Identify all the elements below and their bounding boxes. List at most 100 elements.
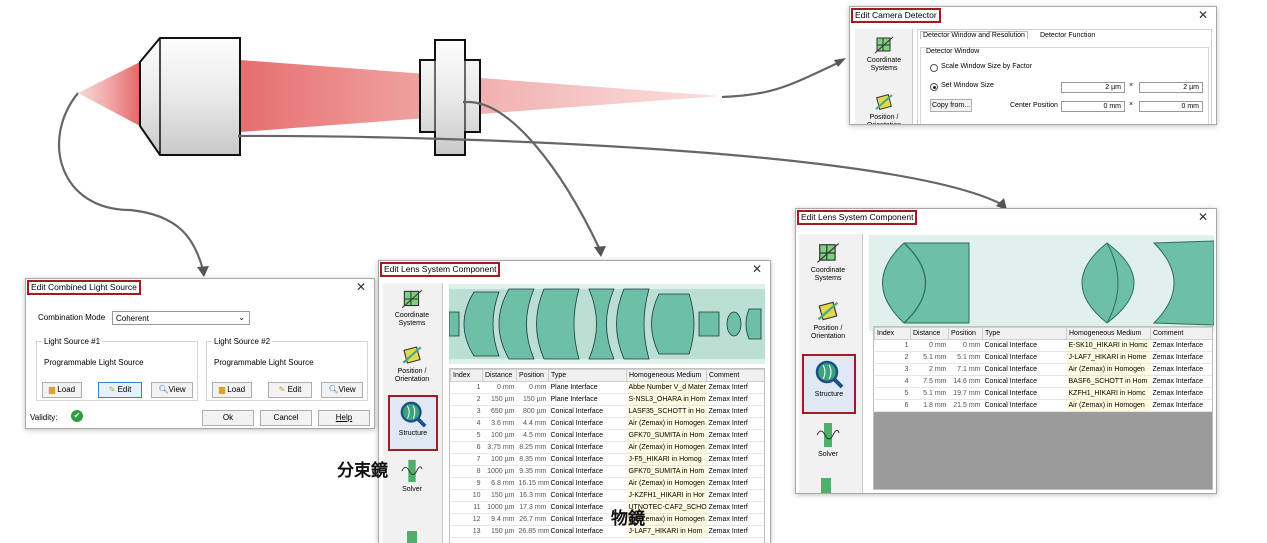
coordinate-systems-button[interactable]: Coordinate Systems — [388, 285, 436, 341]
tab-detector-window[interactable]: Detector Window and Resolution — [920, 31, 1028, 39]
table-cell: 11 — [450, 501, 483, 514]
lens-structure-preview — [869, 235, 1214, 331]
solver-button[interactable]: Solver — [804, 418, 852, 474]
close-icon[interactable]: ✕ — [1197, 8, 1208, 22]
next-tool-icon — [821, 478, 831, 493]
chevron-down-icon: ⌄ — [238, 313, 245, 322]
column-header[interactable]: Distance — [910, 327, 949, 340]
table-cell: J-LAF7_HIKARI in Hom — [626, 525, 707, 538]
table-cell: Air (Zemax) in Homogen — [626, 513, 707, 526]
column-header[interactable]: Position — [516, 369, 549, 382]
load-button-1[interactable]: ▆ Load — [42, 382, 82, 398]
column-header[interactable]: Homogeneous Medium — [626, 369, 707, 382]
connector-source — [57, 92, 205, 271]
view-button-1[interactable]: 🔍︎View — [151, 382, 193, 398]
table-cell: 14.6 mm — [948, 375, 983, 388]
copy-from-button[interactable]: Copy from... — [930, 99, 972, 112]
table-cell: 5 — [874, 387, 911, 400]
cancel-button[interactable]: Cancel — [260, 410, 312, 426]
position-orientation-button[interactable]: Position / Orientation — [860, 89, 908, 124]
combination-mode-select[interactable]: Coherent ⌄ — [112, 311, 250, 325]
coordinate-systems-button[interactable]: Coordinate Systems — [804, 238, 852, 294]
edit-button-1[interactable]: ✎ Edit — [98, 382, 142, 398]
load-label: Load — [227, 385, 246, 394]
column-header[interactable]: Type — [548, 369, 627, 382]
table-cell: 6.8 mm — [482, 477, 517, 490]
scale-window-radio[interactable] — [930, 64, 938, 72]
structure-button[interactable]: Structure — [388, 395, 438, 451]
edit-button-2[interactable]: ✎ Edit — [268, 382, 312, 398]
table-cell: Zemax Interf — [706, 513, 764, 526]
column-header[interactable]: Homogeneous Medium — [1066, 327, 1151, 340]
connector-camera — [721, 61, 841, 99]
tab-detector-function[interactable]: Detector Function — [1040, 32, 1096, 39]
table-cell: 150 µm — [482, 489, 517, 502]
ok-button[interactable]: Ok — [202, 410, 254, 426]
table-cell: Air (Zemax) in Homogen — [626, 477, 707, 490]
table-cell: Zemax Interface — [1150, 351, 1212, 364]
close-icon[interactable]: ✕ — [355, 280, 366, 294]
center-y-field[interactable]: 0 mm — [1139, 101, 1203, 112]
window-width-field[interactable]: 2 µm — [1061, 82, 1125, 93]
connector-beamsplitter — [463, 100, 601, 251]
table-cell: Conical Interface — [548, 501, 627, 514]
table-cell: 3.6 mm — [482, 417, 517, 430]
table-cell: 26.85 mm — [516, 525, 549, 538]
table-cell: Zemax Interf — [706, 417, 764, 430]
close-icon[interactable]: ✕ — [1197, 210, 1208, 224]
column-header[interactable]: Comment — [706, 369, 764, 382]
table-cell: 9 — [450, 477, 483, 490]
column-header[interactable]: Position — [948, 327, 983, 340]
position-orientation-button[interactable]: Position / Orientation — [804, 296, 852, 352]
table-cell: 1 — [874, 339, 911, 352]
column-header[interactable]: Index — [450, 369, 483, 382]
position-orientation-button[interactable]: Position / Orientation — [388, 341, 436, 397]
column-header[interactable]: Index — [874, 327, 911, 340]
table-cell: Zemax Interf — [706, 489, 764, 502]
column-header[interactable]: Type — [982, 327, 1067, 340]
magnifier-icon: 🔍︎ — [158, 385, 169, 394]
column-header[interactable]: Comment — [1150, 327, 1212, 340]
table-cell: 4 — [874, 375, 911, 388]
table-cell: Zemax Interf — [706, 429, 764, 442]
group-title: Detector Window — [926, 48, 980, 55]
set-window-radio[interactable] — [930, 83, 938, 91]
window-height-field[interactable]: 2 µm — [1139, 82, 1203, 93]
column-header[interactable]: Distance — [482, 369, 517, 382]
lens-structure-preview — [449, 284, 765, 364]
view-button-2[interactable]: 🔍︎View — [321, 382, 363, 398]
close-icon[interactable]: ✕ — [751, 262, 762, 276]
center-x-field[interactable]: 0 mm — [1061, 101, 1125, 112]
table-cell: 3 — [450, 405, 483, 418]
connector-objective — [237, 134, 1004, 206]
table-cell: Conical Interface — [982, 375, 1067, 388]
help-button[interactable]: Help — [318, 410, 370, 426]
table-cell: Zemax Interf — [706, 501, 764, 514]
load-button-2[interactable]: ▆ Load — [212, 382, 252, 398]
coordinate-systems-button[interactable]: Coordinate Systems — [860, 32, 908, 88]
table-cell: 16.15 mm — [516, 477, 549, 490]
structure-button[interactable]: Structure — [802, 354, 856, 414]
solver-button[interactable]: Solver — [388, 455, 436, 511]
